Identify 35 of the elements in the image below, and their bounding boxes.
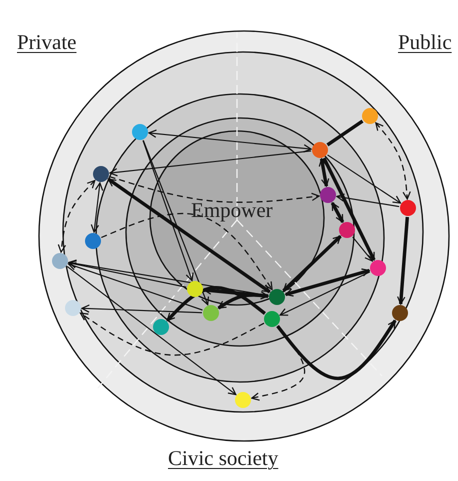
arrow bbox=[203, 286, 268, 298]
arrow bbox=[142, 140, 210, 306]
arrow bbox=[375, 122, 411, 200]
arrow bbox=[322, 157, 376, 261]
arrow bbox=[330, 202, 344, 223]
arrow bbox=[280, 271, 370, 316]
arrow bbox=[109, 150, 312, 176]
arrow bbox=[352, 236, 373, 262]
arrow bbox=[336, 193, 400, 208]
arrow bbox=[68, 260, 186, 288]
arrow bbox=[80, 312, 264, 356]
arrow bbox=[107, 178, 271, 294]
arrow bbox=[90, 182, 104, 233]
arrow bbox=[66, 266, 236, 396]
arrow bbox=[327, 154, 402, 204]
arrow bbox=[251, 326, 306, 401]
sector-label: Civic society bbox=[168, 446, 278, 471]
arrow bbox=[58, 180, 96, 253]
arrow bbox=[282, 235, 342, 292]
arrow bbox=[276, 320, 397, 380]
sector-label: Private bbox=[17, 30, 76, 55]
arrow bbox=[81, 304, 202, 314]
arrow bbox=[397, 216, 410, 305]
arrow bbox=[148, 129, 312, 153]
center-label: Empower bbox=[191, 198, 273, 223]
arrow bbox=[101, 213, 273, 290]
arrow bbox=[218, 291, 269, 310]
arrow bbox=[142, 140, 194, 282]
arrow bbox=[166, 286, 266, 322]
connector-line bbox=[326, 120, 364, 146]
arrow bbox=[318, 158, 330, 187]
sector-label: Public bbox=[398, 30, 452, 55]
arrow bbox=[109, 176, 320, 203]
arrow bbox=[68, 262, 203, 311]
arrow bbox=[285, 268, 370, 297]
